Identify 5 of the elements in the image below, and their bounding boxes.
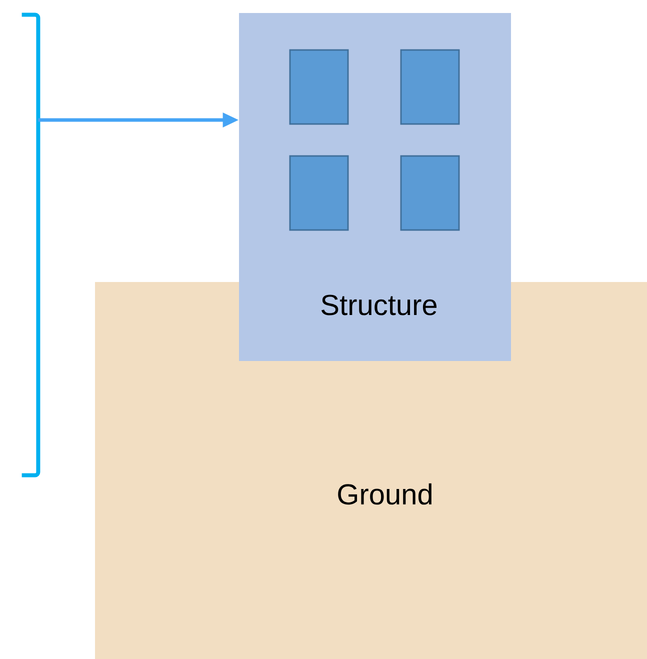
window-box [289,49,349,125]
bracket [22,12,40,478]
window-box [289,155,349,231]
window-box [400,49,460,125]
window-box [400,155,460,231]
